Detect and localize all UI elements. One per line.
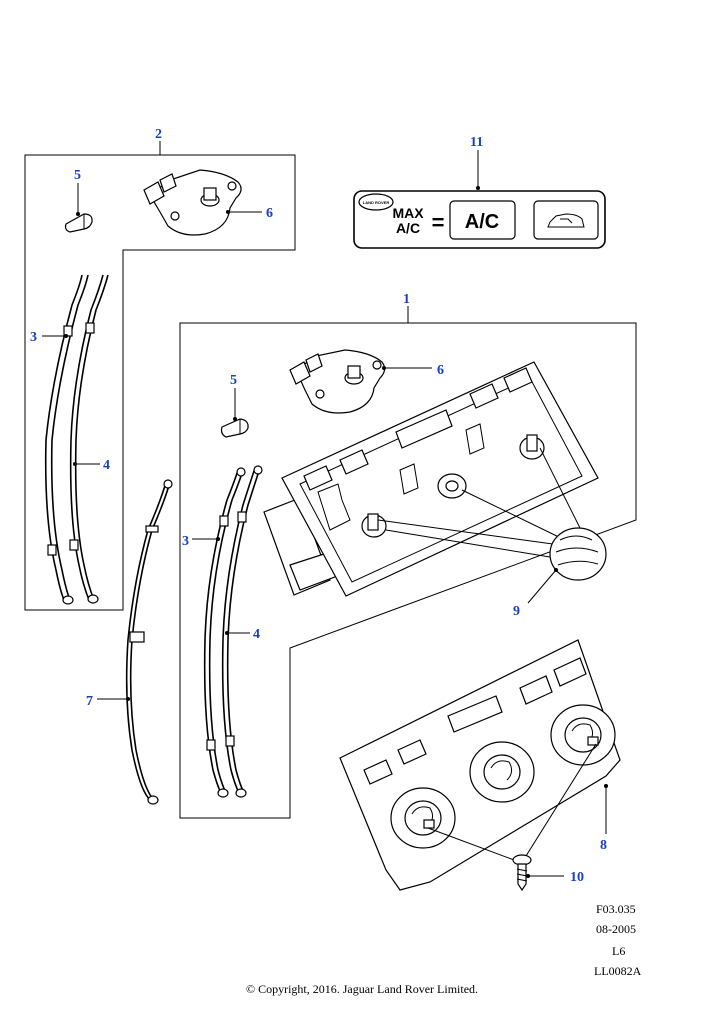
callout-3-top: 3	[30, 330, 37, 345]
part-10-screw	[427, 743, 597, 892]
callout-10: 10	[570, 870, 584, 885]
figure-date: 08-2005	[596, 922, 636, 936]
figure-reference: LL0082A	[594, 964, 642, 978]
part-5-connector-top	[64, 183, 93, 233]
callout-8: 8	[600, 838, 607, 853]
part-4-cable-top	[69, 274, 109, 604]
ac-text: A/C	[396, 220, 420, 236]
callout-2: 2	[155, 127, 162, 142]
rear-defrost-car-icon	[533, 200, 599, 240]
part-6-actuator-group1	[289, 349, 432, 414]
part-5-connector-group1	[220, 388, 249, 438]
land-rover-logo	[358, 193, 394, 211]
ac-button-graphic	[449, 200, 516, 240]
group-2-frame	[24, 141, 296, 611]
part-6-actuator-top	[143, 169, 262, 236]
callout-5-top: 5	[74, 168, 81, 183]
callout-6-group1: 6	[437, 363, 444, 378]
callout-1: 1	[403, 292, 410, 307]
part-4-cable-group1	[221, 465, 263, 798]
equals-sign: =	[432, 210, 445, 235]
figure-code: F03.035	[596, 902, 636, 916]
copyright-notice: © Copyright, 2016. Jaguar Land Rover Lim…	[245, 982, 479, 996]
part-3-cable-group1	[192, 467, 246, 798]
part-1-control-housing	[263, 361, 599, 597]
ac-button-text: A/C	[465, 211, 499, 233]
part-8-fascia-panel	[339, 639, 621, 891]
callout-4-group1: 4	[253, 627, 260, 642]
callout-9: 9	[513, 604, 520, 619]
part-3-cable-top	[42, 274, 89, 605]
callout-4-top: 4	[103, 458, 110, 473]
group-1-frame	[179, 306, 637, 819]
part-11-max-ac-label: LAND ROVER MAX A/C = A/C	[353, 150, 606, 249]
part-7-cable	[97, 479, 173, 805]
callout-6-top: 6	[266, 206, 273, 221]
svg-text:LAND ROVER: LAND ROVER	[363, 200, 390, 205]
callout-5-group1: 5	[230, 373, 237, 388]
part-9-knob	[377, 447, 607, 604]
callout-7: 7	[86, 694, 93, 709]
callout-3-group1: 3	[182, 534, 189, 549]
max-text: MAX	[392, 205, 424, 221]
callout-11: 11	[470, 135, 483, 150]
figure-model: L6	[612, 944, 626, 958]
